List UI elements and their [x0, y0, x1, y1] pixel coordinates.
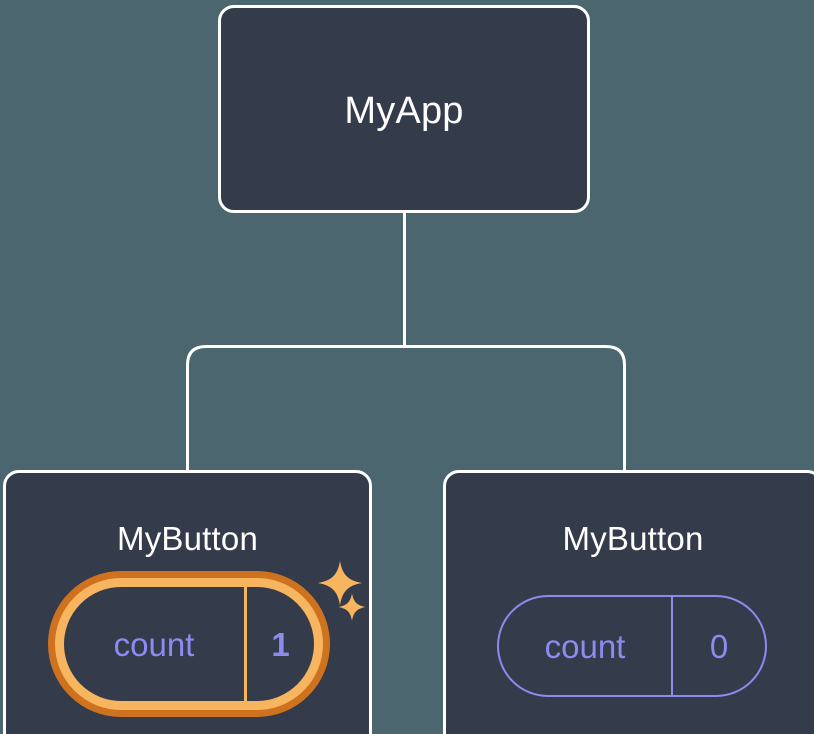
state-key-label: count	[113, 625, 195, 663]
node-title-myapp: MyApp	[344, 90, 464, 132]
node-card-myapp[interactable]: MyApp	[218, 5, 590, 213]
state-value-label: 0	[671, 597, 765, 695]
node-card-mybutton-left[interactable]: MyButton count 1	[3, 470, 372, 734]
state-pill-body: count 1	[64, 587, 314, 701]
state-pill-highlighted[interactable]: count 1	[48, 571, 330, 717]
state-key-label: count	[544, 627, 626, 665]
node-title-mybutton-right: MyButton	[562, 520, 704, 557]
sparkle-large-icon	[317, 560, 363, 606]
sparkle-small-icon	[338, 593, 366, 621]
highlight-ring-outer	[48, 571, 330, 717]
state-pill-plain[interactable]: count 0	[497, 595, 767, 697]
highlight-ring-inner	[55, 578, 323, 710]
node-card-mybutton-right[interactable]: MyButton count 0	[443, 470, 814, 734]
node-title-mybutton-left: MyButton	[117, 520, 258, 557]
state-value-label: 1	[244, 587, 314, 701]
